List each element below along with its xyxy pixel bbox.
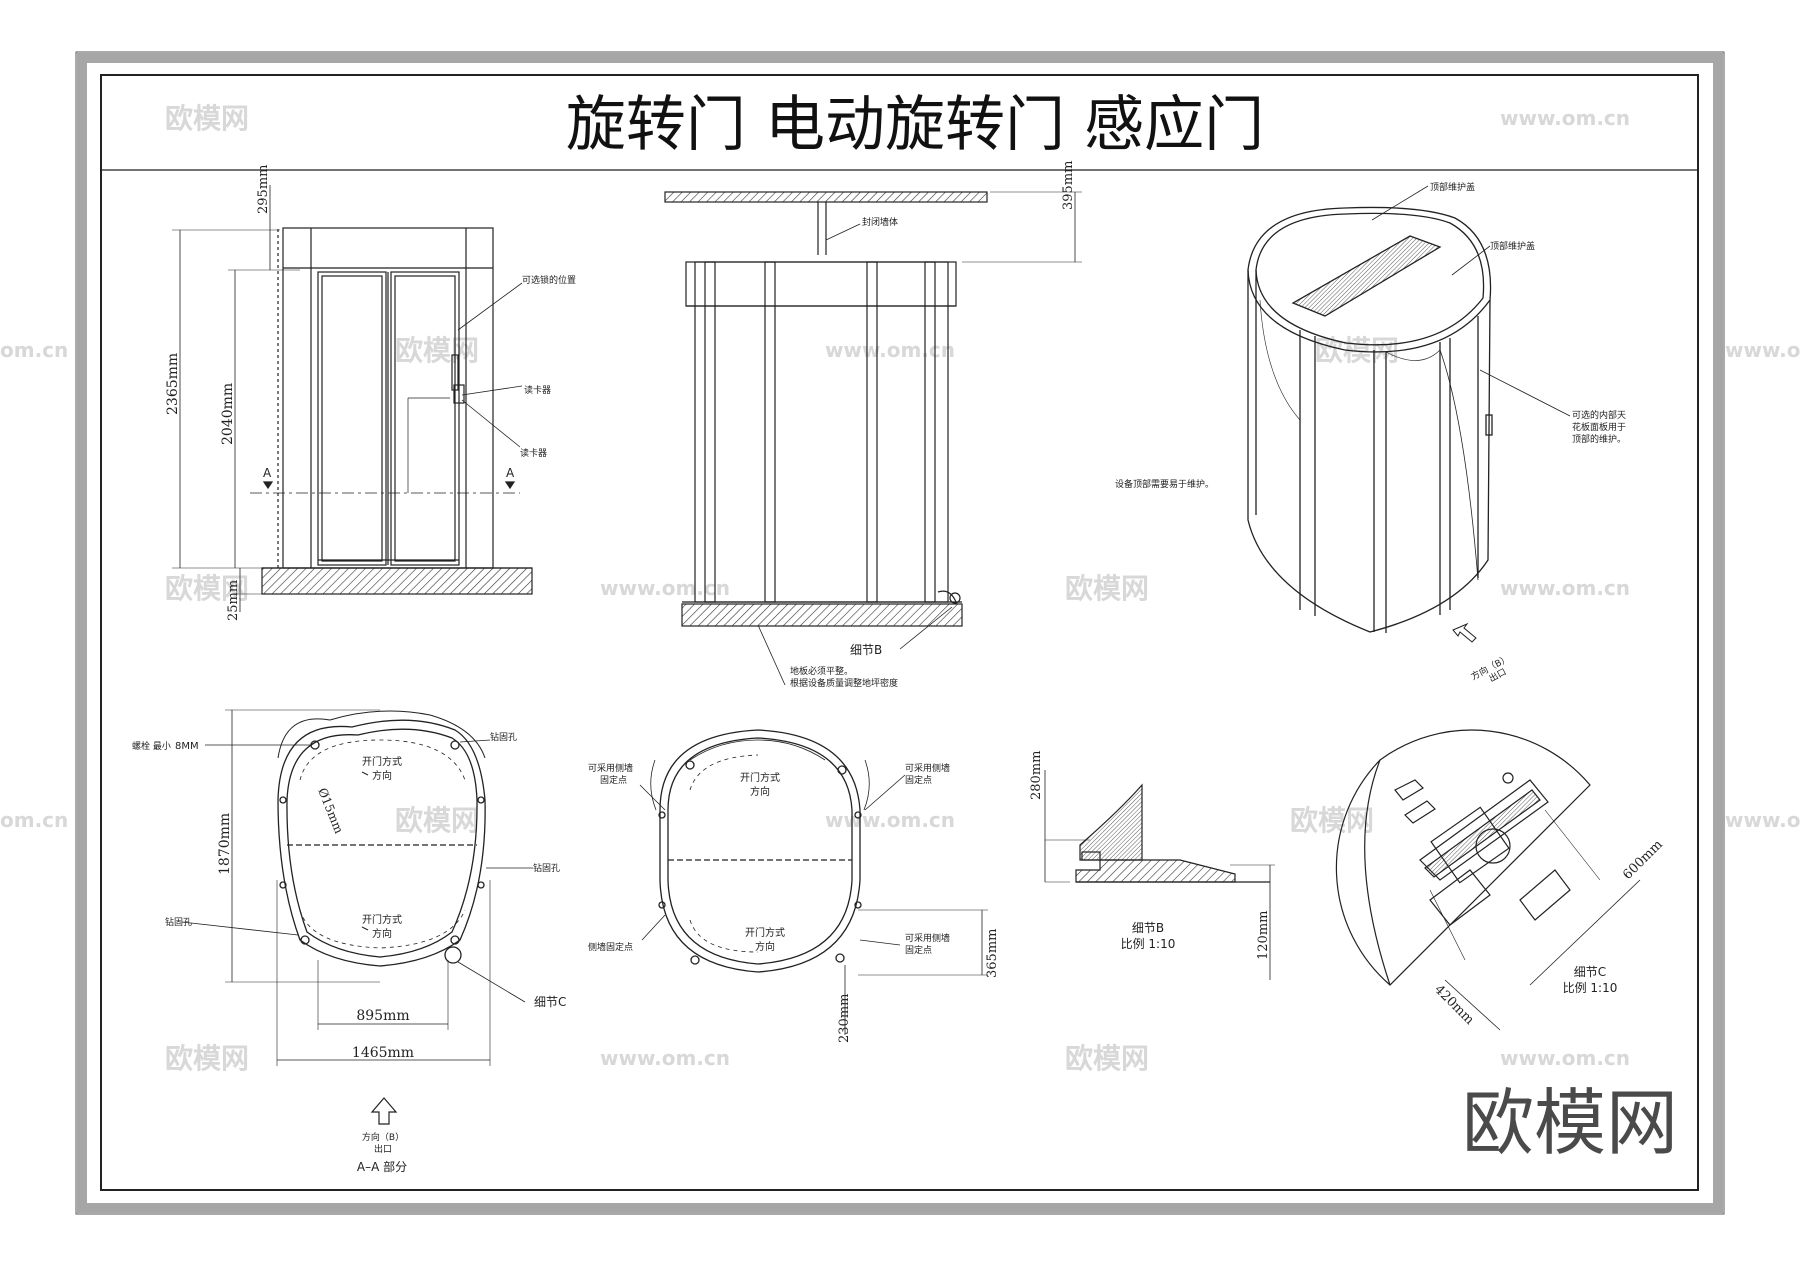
watermark-site: www.om.cn <box>1725 338 1800 362</box>
dim-detail-c-600: 600mm <box>1620 837 1666 883</box>
label-direction-b: 方向（B） <box>362 1131 404 1143</box>
label-detail-c: 细节C <box>534 995 566 1009</box>
detail-c <box>1335 729 1641 1031</box>
label-open-direction: 开门方式 <box>745 926 785 939</box>
label-open-direction: 方向 <box>372 769 392 782</box>
side-elevation-labels: 395mm 封闭墙体 细节B 地板必须平整。 根据设备质量调整地坪密度 <box>790 161 1076 689</box>
sheet-frame <box>75 51 1725 1215</box>
watermark-brand: 欧模网 <box>1065 572 1149 605</box>
label-open-direction: 开门方式 <box>362 913 402 926</box>
side-elevation <box>664 191 1082 686</box>
label-detail-b: 细节B <box>850 643 882 657</box>
label-fix-point: 固定点 <box>600 774 627 786</box>
label-bolt: 螺栓 最小 <box>132 740 171 752</box>
watermark-brand: 欧模网 <box>395 334 479 367</box>
dim-plan-height: 1870mm <box>217 813 233 875</box>
detail-b-labels: 280mm 120mm 细节B 比例 1:10 <box>1029 751 1271 960</box>
label-detail-b-scale: 比例 1:10 <box>1121 937 1176 951</box>
dim-detail-c-420: 420mm <box>1431 982 1477 1028</box>
label-drill-hole: 钻固孔 <box>165 916 192 928</box>
watermark-site: www.om.cn <box>825 338 955 362</box>
dim-plan-inner: 895mm <box>356 1008 409 1024</box>
label-open-direction: 开门方式 <box>362 755 402 768</box>
note-floor-density: 根据设备质量调整地坪密度 <box>790 677 898 689</box>
dim-front-door: 2040mm <box>220 383 236 445</box>
dim-front-bottom: 25mm <box>226 580 241 621</box>
dim-front-total: 2365mm <box>165 353 181 415</box>
watermarks: 欧模网 www.om.cn om.cn 欧模网 www.om.cn 欧模网 ww… <box>0 102 1800 1075</box>
watermark-site: www.om.cn <box>1725 808 1800 832</box>
page-title: 旋转门 电动旋转门 感应门 <box>566 90 1264 160</box>
front-elevation <box>172 185 533 612</box>
label-card-reader: 读卡器 <box>520 447 547 459</box>
label-open-direction: 方向 <box>750 785 770 798</box>
note-ceiling-panel-2: 花板面板用于 <box>1572 421 1626 433</box>
label-diameter: Ø15mm <box>315 786 346 836</box>
watermark-site: www.om.cn <box>600 1046 730 1070</box>
watermark-brand: 欧模网 <box>1065 1042 1149 1075</box>
dim-detail-b-top: 280mm <box>1029 751 1044 800</box>
label-fix-point: 可采用侧墙 <box>905 932 950 944</box>
label-drill-hole: 钻固孔 <box>490 731 517 743</box>
watermark-site: www.om.cn <box>825 808 955 832</box>
label-fix-point: 可采用侧墙 <box>588 762 633 774</box>
label-top-cover-2: 顶部维护盖 <box>1490 240 1535 252</box>
note-ceiling-panel-3: 顶部的维护。 <box>1572 433 1626 445</box>
dim-bottom-offset: 230mm <box>837 994 852 1043</box>
label-open-direction: 方向 <box>755 940 775 953</box>
plan-section-a <box>181 709 533 1125</box>
label-detail-c-scale: 比例 1:10 <box>1563 981 1618 995</box>
label-top-cover-1: 顶部维护盖 <box>1430 181 1475 193</box>
watermark-brand: 欧模网 <box>165 1042 249 1075</box>
plan-side-walls <box>639 729 988 1035</box>
front-elevation-labels: 295mm 2365mm 2040mm 25mm A A 可选锁的位置 读卡器 … <box>165 165 576 621</box>
dim-side-offset: 365mm <box>985 929 1000 978</box>
label-fix-point: 可采用侧墙 <box>905 762 950 774</box>
detail-b <box>1044 770 1275 980</box>
note-ceiling-panel-1: 可选的内部天 <box>1572 409 1626 421</box>
watermark-site: www.om.cn <box>1500 1046 1630 1070</box>
label-drill-hole: 钻固孔 <box>533 862 560 874</box>
watermark-brand: 欧模网 <box>165 102 249 135</box>
watermark-site: www.om.cn <box>1500 106 1630 130</box>
section-mark-a-right: A <box>506 466 515 480</box>
label-exit: 出口 <box>374 1143 392 1155</box>
watermark-brand: 欧模网 <box>1315 334 1399 367</box>
watermark-brand: 欧模网 <box>165 572 249 605</box>
brand-logo: 欧模网 <box>1462 1081 1678 1165</box>
label-card-reader: 读卡器 <box>524 384 551 396</box>
dim-plan-outer: 1465mm <box>352 1045 414 1061</box>
label-open-direction: 方向 <box>372 927 392 940</box>
label-open-direction: 开门方式 <box>740 771 780 784</box>
dim-side-top: 395mm <box>1061 161 1076 210</box>
perspective-view <box>1247 185 1571 643</box>
label-section-aa: A–A 部分 <box>357 1159 407 1174</box>
label-ceiling: 封闭墙体 <box>862 216 898 228</box>
watermark-site: www.om.cn <box>600 576 730 600</box>
perspective-labels: 顶部维护盖 顶部维护盖 可选的内部天 花板面板用于 顶部的维护。 设备顶部需要易… <box>1115 181 1626 685</box>
section-mark-a-left: A <box>263 466 272 480</box>
dim-detail-b-bottom: 120mm <box>1256 911 1271 960</box>
plan-side-walls-labels: 可采用侧墙 固定点 可采用侧墙 固定点 侧墙固定点 可采用侧墙 固定点 开门方式… <box>588 762 1000 1043</box>
label-fix-point: 固定点 <box>905 944 932 956</box>
note-maintenance: 设备顶部需要易于维护。 <box>1115 478 1214 490</box>
plan-section-a-labels: 螺栓 最小 8MM 钻固孔 钻固孔 钻固孔 Ø15mm 开门方式 方向 开门方式… <box>132 731 566 1174</box>
watermark-brand: 欧模网 <box>395 804 479 837</box>
label-bolt-size: 8MM <box>175 741 199 752</box>
watermark-brand: 欧模网 <box>1290 804 1374 837</box>
watermark-site: om.cn <box>0 808 68 832</box>
watermark-site: om.cn <box>0 338 68 362</box>
label-fix-point: 侧墙固定点 <box>588 941 633 953</box>
label-detail-c-title: 细节C <box>1574 965 1606 979</box>
label-fix-point: 固定点 <box>905 774 932 786</box>
watermark-site: www.om.cn <box>1500 576 1630 600</box>
label-detail-b-title: 细节B <box>1132 921 1164 935</box>
label-lock-position: 可选锁的位置 <box>522 274 576 286</box>
dim-front-top: 295mm <box>256 165 271 214</box>
note-floor-level: 地板必须平整。 <box>790 665 853 677</box>
